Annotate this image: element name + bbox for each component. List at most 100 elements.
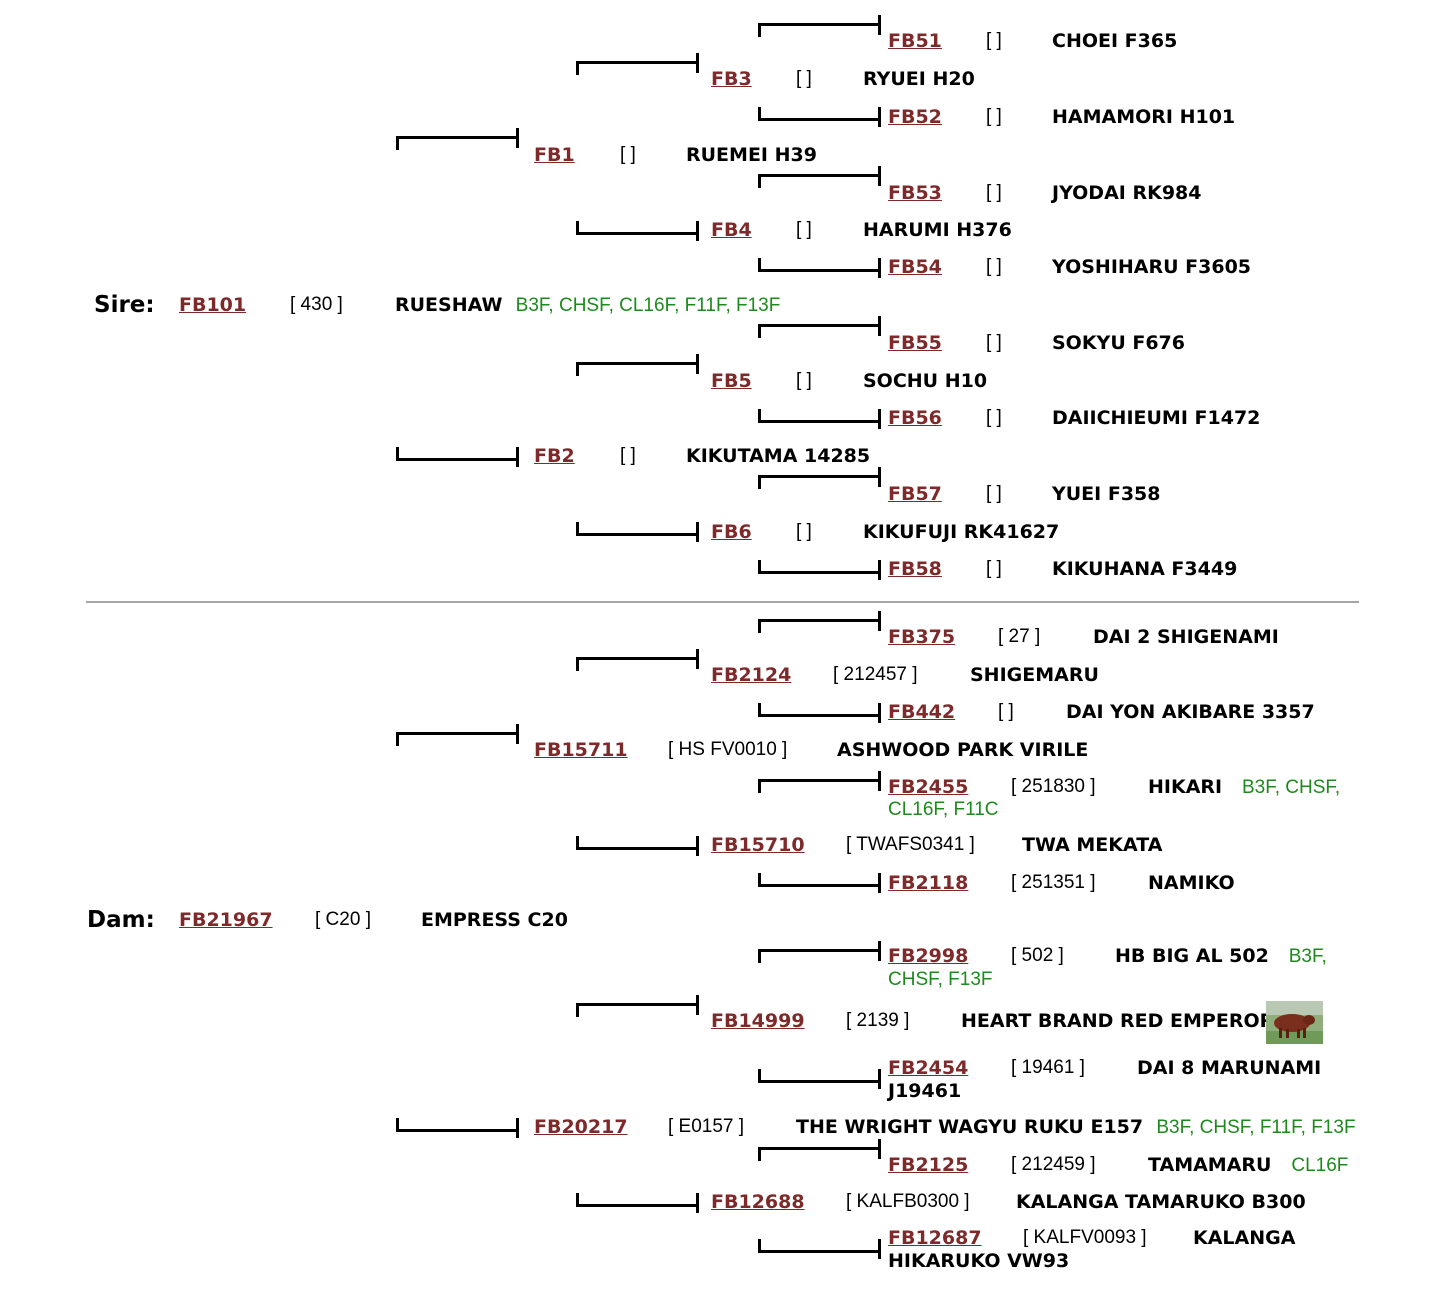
herd-number: [ 212457 ] [833,664,918,685]
connector [758,166,881,188]
reg-link[interactable]: FB4 [711,219,752,241]
herd-number: [ C20 ] [315,909,371,930]
connector [396,447,519,467]
connector [396,724,519,746]
herd-number: [ KALFB0300 ] [846,1191,970,1212]
animal-name: YUEI F358 [1052,483,1161,505]
reg-link[interactable]: FB57 [888,483,942,505]
herd-number: [ ] [998,701,1014,722]
genetic-status: CHSF, F13F [888,969,993,990]
sire-label: Sire: [94,292,155,318]
reg-link[interactable]: FB6 [711,521,752,543]
connector [758,771,881,793]
reg-link[interactable]: FB52 [888,106,942,128]
animal-name: KIKUFUJI RK41627 [863,521,1060,543]
herd-number: [ 212459 ] [1011,1154,1096,1175]
connector [758,1139,881,1161]
reg-link[interactable]: FB2 [534,445,575,467]
herd-number: [ TWAFS0341 ] [846,834,975,855]
red-bull-photo[interactable] [1266,1001,1323,1044]
reg-link[interactable]: FB2125 [888,1154,969,1176]
animal-name: HAMAMORI H101 [1052,106,1236,128]
reg-link[interactable]: FB2455 [888,776,969,798]
reg-link[interactable]: FB3 [711,68,752,90]
genetic-status: CL16F [1291,1155,1349,1176]
connector [758,873,881,893]
reg-link[interactable]: FB58 [888,558,942,580]
connector [758,611,881,633]
herd-number: [ ] [986,182,1002,203]
connector [758,15,881,37]
animal-name: TWA MEKATA [1022,834,1163,856]
dam-reg-link[interactable]: FB21967 [179,909,273,931]
animal-name: DAI YON AKIBARE 3357 [1066,701,1315,723]
animal-name: HARUMI H376 [863,219,1012,241]
connector [758,1239,881,1259]
reg-link[interactable]: FB12688 [711,1191,805,1213]
sire-reg-link[interactable]: FB101 [179,294,247,316]
sire-name: RUESHAW B3F, CHSF, CL16F, F11F, F13F [395,294,781,316]
connector [758,941,881,963]
animal-name: KALANGA [1193,1227,1296,1249]
reg-link[interactable]: FB53 [888,182,942,204]
reg-link[interactable]: FB442 [888,701,956,723]
reg-link[interactable]: FB54 [888,256,942,278]
connector [396,1118,519,1138]
herd-number: [ ] [986,256,1002,277]
herd-number: [ ] [796,68,812,89]
animal-name: CHOEI F365 [1052,30,1178,52]
connector [576,221,699,241]
reg-link[interactable]: FB56 [888,407,942,429]
animal-name: SOCHU H10 [863,370,988,392]
reg-link[interactable]: FB55 [888,332,942,354]
genetic-status: B3F, CHSF, CL16F, F11F, F13F [515,295,781,316]
genetic-status: CL16F, F11C [888,799,999,820]
connector [758,409,881,429]
animal-name: ASHWOOD PARK VIRILE [837,739,1089,761]
reg-link[interactable]: FB15710 [711,834,805,856]
reg-link[interactable]: FB375 [888,626,956,648]
animal-name: HIKARI B3F, CHSF, [1148,776,1341,798]
reg-link[interactable]: FB15711 [534,739,628,761]
connector [576,649,699,671]
reg-link[interactable]: FB5 [711,370,752,392]
reg-link[interactable]: FB1 [534,144,575,166]
herd-number: [ ] [620,144,636,165]
animal-name: SOKYU F676 [1052,332,1185,354]
dam-label: Dam: [87,907,155,933]
herd-number: [ 27 ] [998,626,1041,647]
reg-link[interactable]: FB2998 [888,945,969,967]
animal-name: KALANGA TAMARUKO B300 [1016,1191,1306,1213]
connector [758,1069,881,1089]
herd-number: [ ] [796,521,812,542]
genetic-status: B3F, CHSF, [1241,777,1341,798]
animal-name: HB BIG AL 502 B3F, [1115,945,1327,967]
connector [576,1193,699,1213]
animal-name: DAIICHIEUMI F1472 [1052,407,1261,429]
animal-name: JYODAI RK984 [1052,182,1202,204]
connector [758,560,881,580]
herd-number: [ 502 ] [1011,945,1064,966]
connector [396,128,519,150]
animal-name-continued: HIKARUKO VW93 [888,1250,1070,1272]
reg-link[interactable]: FB2454 [888,1057,969,1079]
herd-number: [ 251830 ] [1011,776,1096,797]
reg-link[interactable]: FB2118 [888,872,969,894]
animal-name: KIKUHANA F3449 [1052,558,1238,580]
herd-number: [ 251351 ] [1011,872,1096,893]
animal-name: RUEMEI H39 [686,144,817,166]
reg-link[interactable]: FB14999 [711,1010,805,1032]
connector [576,522,699,542]
reg-link[interactable]: FB2124 [711,664,792,686]
genetic-status: B3F, CHSF, F11F, F13F [1156,1117,1356,1138]
reg-link[interactable]: FB12687 [888,1227,982,1249]
connector [576,354,699,376]
herd-number: [ ] [986,332,1002,353]
herd-number: [ 2139 ] [846,1010,910,1031]
reg-link[interactable]: FB51 [888,30,942,52]
connector [576,53,699,75]
connector [758,107,881,127]
animal-name: YOSHIHARU F3605 [1052,256,1252,278]
reg-link[interactable]: FB20217 [534,1116,628,1138]
